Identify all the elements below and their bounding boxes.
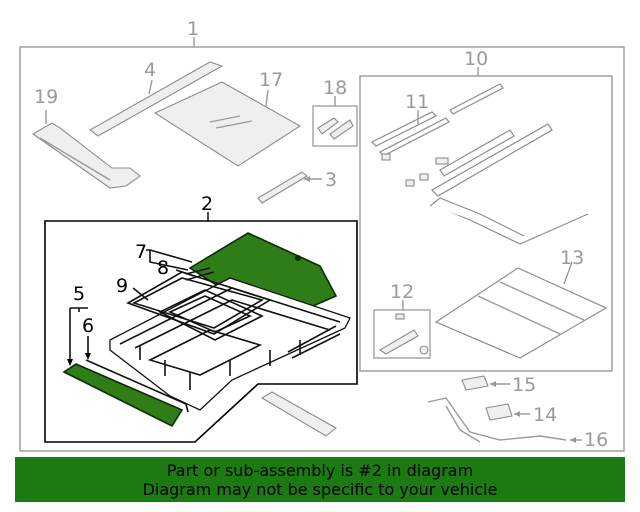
callout-13: 13	[560, 247, 584, 269]
callout-18: 18	[323, 77, 347, 99]
callout-8: 8	[157, 257, 169, 279]
part-4-roof-strip	[88, 61, 224, 137]
part-19-rear-header	[31, 110, 141, 189]
callout-14: 14	[533, 404, 557, 426]
callout-1: 1	[187, 18, 199, 40]
disclaimer-banner: Part or sub-assembly is #2 in diagram Di…	[15, 457, 625, 502]
deflector-highlight	[62, 363, 184, 428]
part-2-assembly	[44, 212, 358, 443]
part-10-mechanism-box	[359, 67, 613, 372]
parts-diagram: 1 19 4 17 18 3	[19, 18, 625, 452]
callout-6: 6	[82, 315, 94, 337]
banner-line-1: Part or sub-assembly is #2 in diagram	[166, 461, 474, 480]
callout-3: 3	[325, 169, 337, 191]
callout-17: 17	[259, 69, 283, 91]
callout-12: 12	[390, 281, 414, 303]
part-18-clips	[312, 96, 358, 147]
callout-2: 2	[201, 193, 213, 215]
callout-4: 4	[144, 59, 156, 81]
callout-15: 15	[512, 374, 536, 396]
callout-9: 9	[116, 275, 128, 297]
callout-5: 5	[73, 283, 85, 305]
parts-15-14-16	[427, 375, 582, 443]
callout-10: 10	[464, 48, 488, 70]
callout-7: 7	[135, 241, 147, 263]
callout-11: 11	[405, 91, 429, 113]
part-3-trim-strip	[257, 171, 322, 204]
lower-trim-strip	[260, 391, 337, 437]
banner-line-2: Diagram may not be specific to your vehi…	[142, 480, 498, 499]
callout-19: 19	[34, 86, 58, 108]
callout-16: 16	[584, 429, 608, 451]
part-17-glass-panel	[153, 81, 302, 167]
